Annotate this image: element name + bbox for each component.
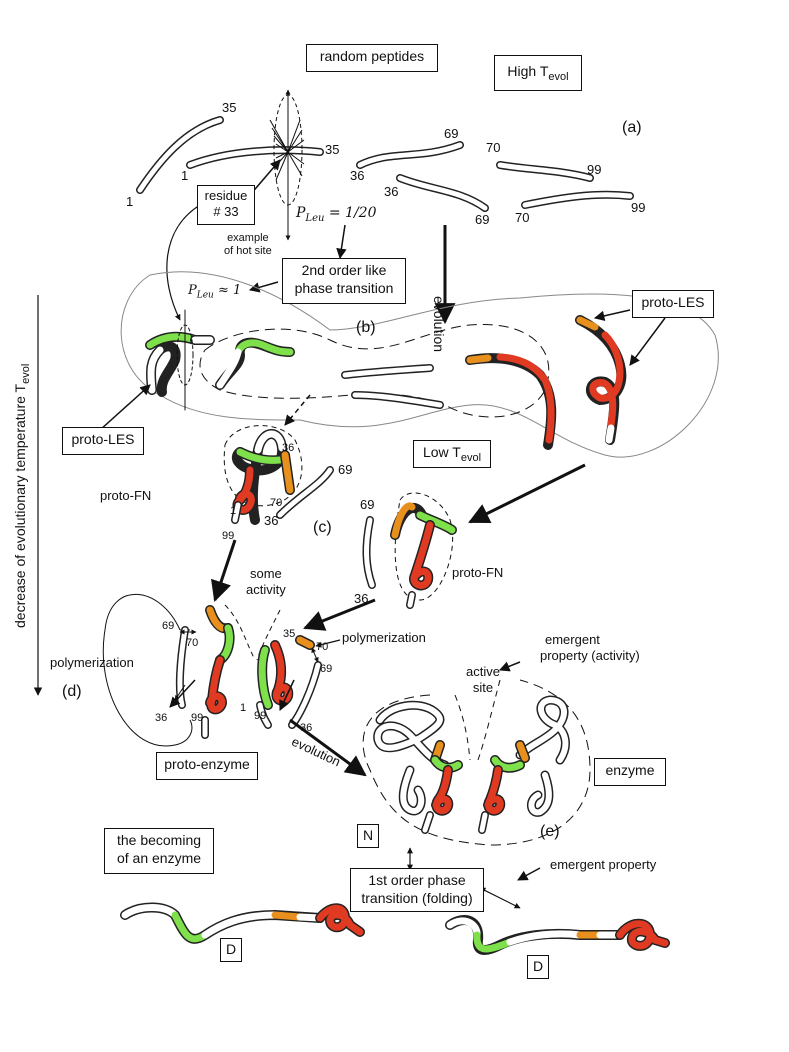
random-peptides-label: random peptides [319,48,425,64]
residue-box: residue # 33 [197,185,255,225]
second-order-line1: 2nd order like [301,262,387,278]
random-peptide-70-99b [521,190,634,209]
p-leu-1-20: PLeu = 1/20 [296,205,377,224]
c-res-99: 99 [222,530,235,542]
enzyme-right [478,695,570,834]
some-activity-label: some activity [246,566,286,597]
d-res-99b: 99 [254,710,267,722]
res-1b: 1 [181,168,189,183]
d-res-70a: 70 [186,637,199,649]
panel-b-outline [120,271,719,458]
residue-box-line1: residue [204,188,248,203]
evolution-vertical-label: evolution [431,296,447,353]
res-70a: 70 [486,140,501,155]
c-res-36c: 36 [354,591,369,606]
low-t-box: Low Tevol [413,440,491,468]
emergent-activity-label: emergent property (activity) [540,632,640,663]
res-69a: 69 [444,126,459,141]
c-res-69a: 69 [338,462,353,477]
proto-enzyme-left [175,605,235,739]
proto-enzyme-right [256,635,322,729]
c-res-69b: 69 [360,497,375,512]
proto-les-red-peptide-right [575,315,627,445]
plain-peptide-b-2 [351,391,444,409]
enzyme-left [373,700,463,834]
proto-fn-left-label: proto-FN [100,488,152,503]
second-order-line2: phase transition [294,279,394,296]
emergent-property-label: emergent property [550,857,657,872]
unfolded-chain-left [120,902,365,944]
proto-les-red-peptide-mid [465,353,557,450]
first-order-box: 1st order phase transition (folding) [350,868,484,912]
res-36b: 36 [384,184,399,199]
peptide-c-69-36-right [362,516,376,589]
proto-les-right-box: proto-LES [632,290,714,318]
high-t-label: High T [507,63,549,79]
d-res-69a: 69 [162,620,175,632]
n-box: N [357,824,379,848]
panel-e-label: (e) [540,823,560,840]
d-res-36a: 36 [155,712,168,724]
d-res-36b: 36 [300,722,313,734]
d-res-70b: 70 [316,641,329,653]
residue-box-line2: # 33 [213,203,239,219]
high-t-sub: evol [548,70,569,83]
proto-les-green-peptide [215,337,295,390]
res-36a: 36 [350,168,365,183]
res-35a: 35 [222,100,237,115]
polymerization-right-label: polymerization [342,630,426,645]
res-99b: 99 [631,200,646,215]
becoming-box: the becoming of an enzyme [104,828,214,874]
random-peptide-1-35b [186,146,324,169]
peptide-c-69-36 [276,466,334,519]
unfolded-chain-right [445,915,670,955]
random-peptide-36-69a [356,141,464,169]
c-res-36b: 36 [264,513,279,528]
d-res-1: 1 [240,702,247,714]
d-res-35: 35 [283,628,296,640]
random-peptide-1-35a [136,116,224,194]
res-1a: 1 [126,194,134,209]
enzyme-box: enzyme [594,758,666,786]
c-res-70: 70 [270,497,283,509]
res-69b: 69 [475,212,490,227]
proto-fn-left-peptide [231,429,295,525]
proto-les-left-peptide [145,309,215,411]
panel-d-label: (d) [62,683,82,700]
proto-les-left-box: proto-LES [62,427,144,455]
c-res-36: 36 [282,442,295,454]
d-left-box: D [220,938,242,962]
panel-c-label: (c) [313,519,332,536]
proto-fn-right-peptide [390,502,457,609]
random-peptide-70-99a [496,161,594,182]
panel-a-label: (a) [622,119,642,136]
proto-enzyme-box: proto-enzyme [156,752,258,780]
panel-b-label: (b) [356,319,376,336]
d-res-99a: 99 [191,712,204,724]
example-hot-site: example of hot site [224,232,272,258]
d-right-box: D [527,955,549,979]
res-35b: 35 [325,142,340,157]
axis-label: decrease of evolutionary temperature Tev… [12,363,32,628]
res-70b: 70 [515,210,530,225]
c-res-1: 1 [230,505,237,517]
random-peptides-box: random peptides [306,44,438,72]
high-t-box: High Tevol [494,55,582,91]
hot-site-fan [269,89,305,241]
random-peptide-36-69b [396,174,489,212]
second-order-box: 2nd order like phase transition [282,258,406,304]
plain-peptide-b-1 [341,364,434,379]
res-99a: 99 [587,162,602,177]
p-leu-approx-1: PLeu ≈ 1 [188,283,242,301]
d-res-69b: 69 [320,663,333,675]
active-site-label: active site [466,664,500,695]
proto-fn-right-label: proto-FN [452,565,504,580]
polymerization-left-label: polymerization [50,655,134,670]
